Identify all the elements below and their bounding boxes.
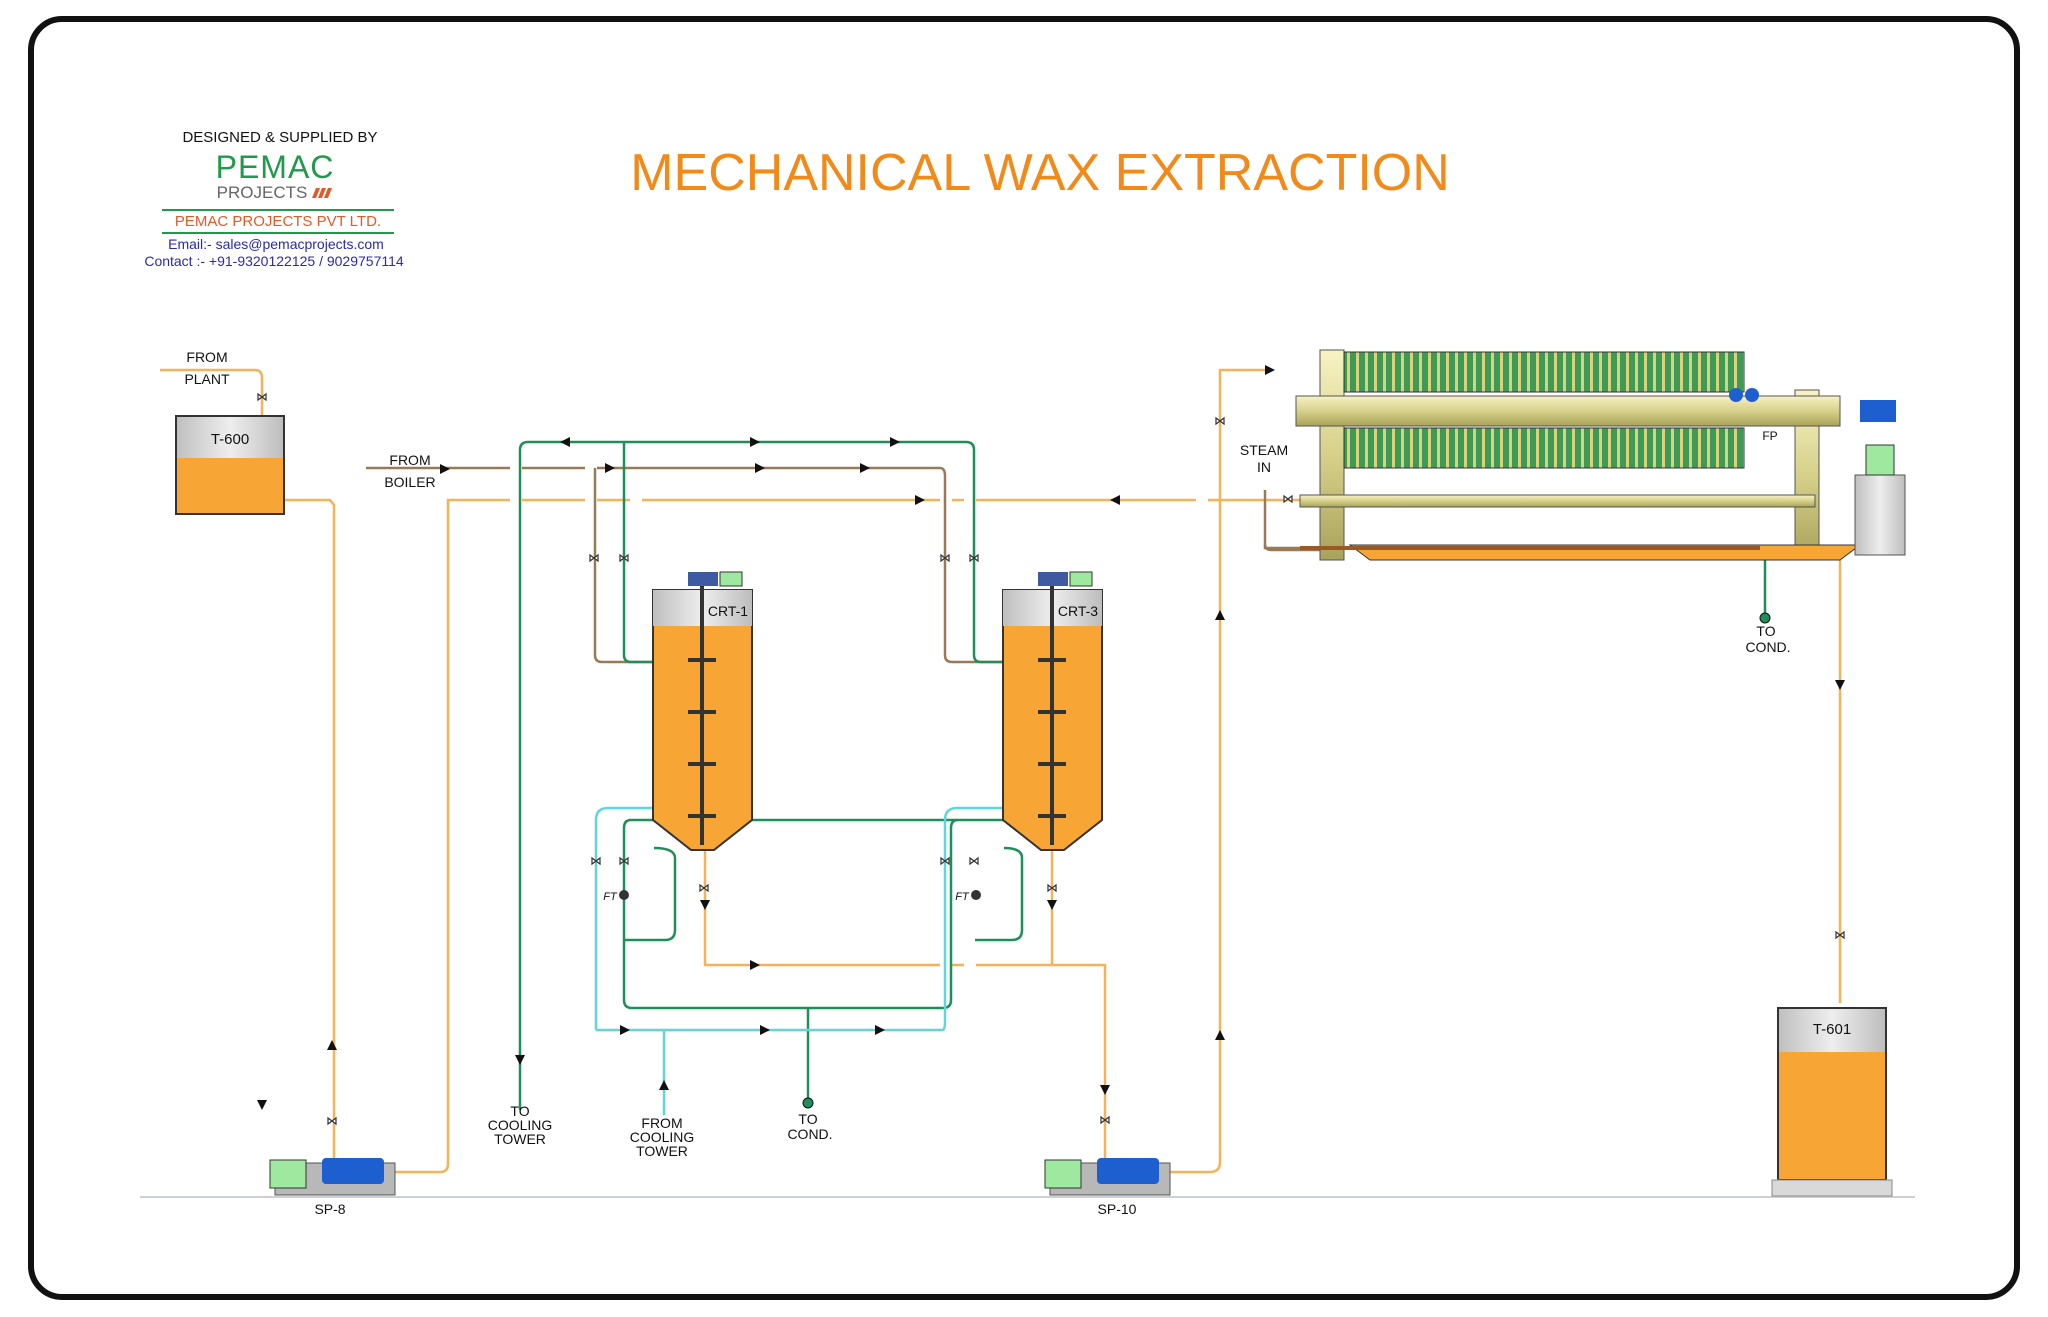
flow-transmitters: FT FT	[603, 890, 981, 903]
sp8-label: SP-8	[314, 1201, 345, 1217]
brand-logo-sub: PROJECTS	[217, 183, 308, 202]
brand-contact: Contact :- +91-9320122125 / 9029757114	[144, 253, 404, 269]
pump-sp8: SP-8	[269, 1158, 396, 1217]
ft1-label: FT	[603, 891, 618, 903]
sp10-label: SP-10	[1098, 1201, 1137, 1217]
steam-lines	[366, 466, 1330, 664]
filter-press-fp: FP	[1295, 349, 1906, 561]
designed-by-label: DESIGNED & SUPPLIED BY	[182, 129, 377, 146]
from-boiler-label-1: FROM	[389, 452, 430, 468]
to-cond-bottom-terminal	[802, 1097, 814, 1109]
flow-labels: FROM PLANT FROM BOILER STEAM IN TO COND.…	[184, 349, 1790, 1159]
tank-t601-label: T-601	[1813, 1021, 1851, 1038]
crt1-label: CRT-1	[708, 603, 748, 619]
fp-label: FP	[1762, 429, 1777, 443]
to-cond-fp-label-1: TO	[1756, 623, 1775, 639]
valves	[257, 392, 1845, 1126]
from-cooling-label-2: COOLING	[630, 1129, 695, 1145]
crystallizer-crt3: CRT-3	[1002, 571, 1103, 851]
pump-sp10: SP-10	[1044, 1158, 1171, 1217]
tank-t600: T-600	[175, 415, 285, 515]
ft2-label: FT	[955, 891, 970, 903]
from-boiler-label-2: BOILER	[384, 474, 435, 490]
to-cooling-label-2: COOLING	[488, 1117, 553, 1133]
to-cooling-label-1: TO	[510, 1103, 529, 1119]
to-cooling-label-3: TOWER	[494, 1131, 546, 1147]
cooling-supply-lines	[594, 806, 1004, 1115]
from-plant-label-1: FROM	[186, 349, 227, 365]
crt3-label: CRT-3	[1058, 603, 1098, 619]
brand-logo: PEMAC	[216, 149, 335, 185]
tank-t601: T-601	[1771, 1007, 1893, 1197]
to-cond-bottom-label-1: TO	[798, 1111, 817, 1127]
tank-t600-label: T-600	[211, 431, 249, 448]
from-plant-label-2: PLANT	[184, 371, 230, 387]
steam-in-label-1: STEAM	[1240, 442, 1288, 458]
to-cond-fp-terminal	[1759, 612, 1771, 624]
crystallizer-crt1: CRT-1	[652, 571, 753, 851]
brand-stripes-icon	[312, 188, 332, 198]
brand-company: PEMAC PROJECTS PVT LTD.	[175, 213, 381, 230]
to-cond-fp-label-2: COND.	[1745, 639, 1790, 655]
cooling-return-lines	[518, 440, 1767, 1110]
product-lines	[160, 368, 1842, 1174]
brand-email: Email:- sales@pemacprojects.com	[168, 236, 384, 252]
steam-in-label-2: IN	[1257, 459, 1271, 475]
flow-arrows	[257, 365, 1845, 1110]
fp-steam-line	[1263, 544, 1330, 552]
from-cooling-label-3: TOWER	[636, 1143, 688, 1159]
page-title: MECHANICAL WAX EXTRACTION	[630, 144, 1450, 202]
to-cond-bottom-label-2: COND.	[787, 1126, 832, 1142]
from-cooling-label-1: FROM	[641, 1115, 682, 1131]
brand-block: DESIGNED & SUPPLIED BY PEMAC PROJECTS PE…	[144, 129, 404, 269]
